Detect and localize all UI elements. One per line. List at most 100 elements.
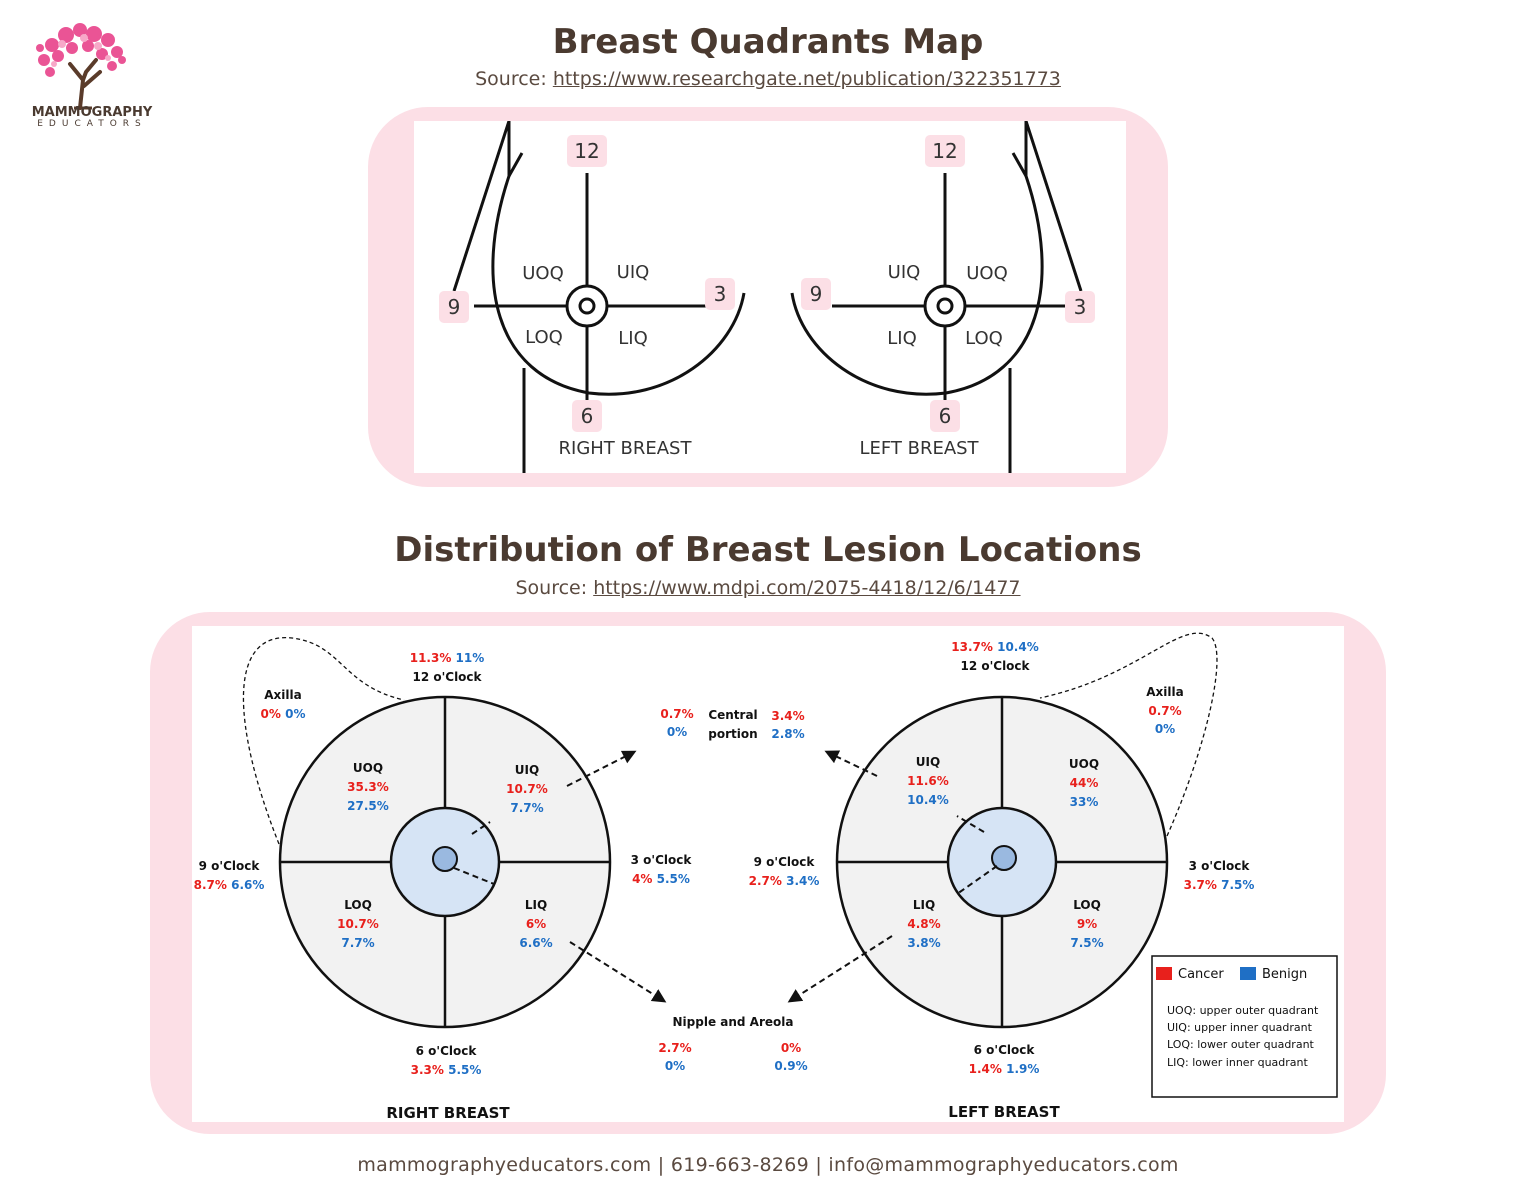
left-axilla-benign: 0% [1155,722,1175,736]
right-9-name: 9 o'Clock [199,859,261,873]
left-12-name: 12 o'Clock [960,659,1030,673]
quadrants-map-diagram: 12 9 3 6 12 9 3 6 UOQ UIQ LOQ LIQ UIQ UO… [439,120,1095,473]
legend-def-liq: LIQ: lower inner quadrant [1167,1056,1309,1069]
map-source-link[interactable]: https://www.researchgate.net/publication… [552,68,1061,90]
right-9-benign: 6.6% [231,878,264,892]
right-quadrant-ur: UIQ [617,262,650,283]
left-nipple-circle [991,845,1017,871]
dist-panel-inner: 12 o'Clock 11.3% 11% Axilla 0% 0% 9 o'Cl… [192,626,1344,1122]
right-3-name: 3 o'Clock [631,853,693,867]
central-left-cancer: 3.4% [771,709,804,723]
left-6-values: 1.4% 1.9% [969,1062,1040,1076]
logo [22,20,162,130]
right-uiq-name: UIQ [515,763,539,777]
dist-source: Source: https://www.mdpi.com/2075-4418/1… [0,577,1536,599]
left-9-values: 2.7% 3.4% [749,874,820,888]
dist-source-link[interactable]: https://www.mdpi.com/2075-4418/12/6/1477 [593,577,1021,599]
left-nipple-inner [936,297,954,315]
logo-subtitle: EDUCATORS [37,119,147,129]
left-6-cancer: 1.4% [969,1062,1002,1076]
central-line1: Central [708,708,757,722]
right-quadrant-ll: LOQ [525,327,563,348]
legend: Cancer Benign UOQ: upper outer quadrant … [1151,955,1338,1098]
nipple-left-benign: 0.9% [774,1059,807,1073]
left-nipple-line-a [956,865,998,895]
left-9-name: 9 o'Clock [754,855,816,869]
left-uiq-benign: 10.4% [907,793,949,807]
left-nipple-arrow [787,935,893,1003]
blossom-tree-icon [36,23,126,110]
nipple-left-cancer: 0% [781,1041,801,1055]
left-uoq-cancer: 44% [1070,776,1099,790]
right-clock-12: 12 [574,139,599,163]
dist-panel: 12 o'Clock 11.3% 11% Axilla 0% 0% 9 o'Cl… [150,612,1386,1134]
dist-right-breast-label: RIGHT BREAST [386,1104,510,1122]
right-torso-line [507,121,524,182]
left-6-name: 6 o'Clock [974,1043,1036,1057]
right-clock-3: 3 [714,282,727,306]
central-right-benign: 0% [667,725,687,739]
right-uoq-cancer: 35.3% [347,780,389,794]
right-12-cancer: 11.3% [410,651,452,665]
left-9-benign: 3.4% [786,874,819,888]
right-loq-cancer: 10.7% [337,917,379,931]
nipple-right-benign: 0% [665,1059,685,1073]
left-uiq-cancer: 11.6% [907,774,949,788]
left-6-benign: 1.9% [1006,1062,1039,1076]
left-clock-6: 6 [939,404,952,428]
map-title: Breast Quadrants Map [552,22,984,62]
right-nipple-arrow [569,941,667,1003]
left-12-values: 13.7% 10.4% [951,640,1038,654]
right-12-benign: 11% [456,651,485,665]
left-uiq-name: UIQ [916,755,940,769]
left-quadrant-lr: LOQ [965,328,1003,349]
right-liq-benign: 6.6% [519,936,552,950]
right-loq-name: LOQ [344,898,372,912]
left-quadrant-ul: UIQ [888,262,921,283]
left-loq-benign: 7.5% [1070,936,1103,950]
right-liq-name: LIQ [525,898,547,912]
left-3-benign: 7.5% [1221,878,1254,892]
central-right-cancer: 0.7% [660,707,693,721]
right-12-name: 12 o'Clock [412,670,482,684]
left-loq-name: LOQ [1073,898,1101,912]
left-axilla-outline [1039,632,1218,837]
legend-benign-label: Benign [1262,967,1307,982]
lesion-distribution-diagram: 12 o'Clock 11.3% 11% Axilla 0% 0% 9 o'Cl… [194,632,1338,1122]
left-9-cancer: 2.7% [749,874,782,888]
right-quadrant-ul: UOQ [522,263,564,284]
central-line2: portion [708,727,757,741]
right-6-cancer: 3.3% [411,1063,444,1077]
legend-def-uoq: UOQ: upper outer quadrant [1167,1004,1319,1017]
right-breast-label: RIGHT BREAST [559,438,693,459]
right-axilla-cancer: 0% [261,707,281,721]
right-quadrant-lr: LIQ [618,328,648,349]
left-torso-line [1011,121,1028,182]
dist-source-label: Source: [515,577,588,599]
left-3-cancer: 3.7% [1184,878,1217,892]
right-uoq-name: UOQ [353,761,383,775]
left-uoq-name: UOQ [1069,757,1099,771]
logo-title: MAMMOGRAPHY [31,105,153,120]
right-12-values: 11.3% 11% [410,651,485,665]
right-nipple-line-a [453,867,495,885]
right-uiq-benign: 7.7% [510,801,543,815]
left-breast-curve [790,175,1044,396]
right-9-cancer: 8.7% [194,878,227,892]
left-3-name: 3 o'Clock [1189,859,1251,873]
right-loq-benign: 7.7% [341,936,374,950]
left-clock-3: 3 [1074,295,1087,319]
map-source: Source: https://www.researchgate.net/pub… [0,68,1536,90]
left-arm-line [1024,120,1083,292]
left-axilla-cancer: 0.7% [1148,704,1181,718]
right-nipple-inner [578,297,596,315]
right-nipple-circle [432,846,458,872]
left-12-benign: 10.4% [997,640,1039,654]
right-6-benign: 5.5% [448,1063,481,1077]
legend-benign-swatch [1240,967,1256,980]
right-clock-9: 9 [448,295,461,319]
left-clock-12: 12 [932,139,957,163]
footer-contact: mammographyeducators.com | 619-663-8269 … [357,1154,1179,1176]
right-3-cancer: 4% [632,872,652,886]
right-9-values: 8.7% 6.6% [194,878,265,892]
